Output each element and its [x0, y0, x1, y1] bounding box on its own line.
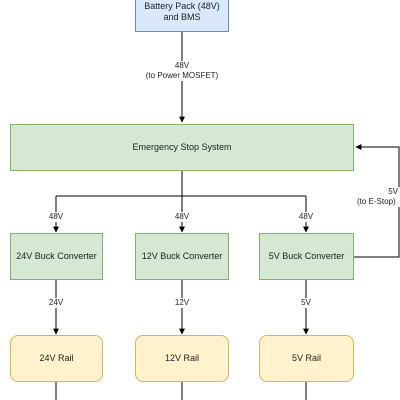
edge-label-estop-to-5v: 48V [296, 212, 316, 222]
edge-label-feedback-line2: (to E-Stop) [357, 197, 396, 206]
edge-label-buck5-text: 5V [301, 298, 311, 307]
edge-label-estop-to-12v: 48V [172, 212, 192, 222]
edge-label-buck24-text: 24V [48, 298, 64, 307]
buck-24v-label: 24V Buck Converter [16, 251, 97, 261]
edge-label-buck24-to-rail: 24V [46, 298, 66, 308]
rail-24v-label: 24V Rail [39, 353, 74, 363]
buck-24v-node: 24V Buck Converter [10, 233, 103, 280]
edge-label-battery-line1: 48V [174, 61, 190, 70]
emergency-stop-node: Emergency Stop System [10, 124, 354, 171]
battery-pack-node: Battery Pack (48V) and BMS [135, 0, 229, 32]
edge-label-battery-to-estop: 48V (to Power MOSFET) [132, 61, 232, 81]
rail-5v-node: 5V Rail [259, 335, 354, 382]
edge-label-battery-line2: (to Power MOSFET) [145, 71, 219, 80]
battery-pack-label-line2: and BMS [163, 12, 201, 22]
buck-12v-node: 12V Buck Converter [135, 233, 229, 280]
edge-label-estop-to-24v-text: 48V [48, 212, 64, 221]
edge-label-buck5-to-rail: 5V [298, 298, 314, 308]
edge-label-estop-to-24v: 48V [46, 212, 66, 222]
edge-label-buck12-to-rail: 12V [172, 298, 192, 308]
rail-12v-label: 12V Rail [164, 353, 200, 363]
rail-5v-label: 5V Rail [291, 353, 321, 363]
edge-label-buck5-feedback: 5V (to E-Stop) [357, 187, 400, 207]
battery-pack-label-line1: Battery Pack (48V) [144, 1, 220, 11]
edge-label-feedback-line1: 5V [388, 187, 398, 196]
buck-5v-node: 5V Buck Converter [259, 233, 354, 280]
rail-12v-node: 12V Rail [135, 335, 229, 382]
buck-5v-label: 5V Buck Converter [268, 251, 345, 261]
emergency-stop-label: Emergency Stop System [132, 142, 232, 152]
edge-label-estop-to-12v-text: 48V [174, 212, 190, 221]
edge-label-estop-to-5v-text: 48V [298, 212, 314, 221]
rail-24v-node: 24V Rail [10, 335, 103, 382]
edge-label-buck12-text: 12V [174, 298, 190, 307]
buck-12v-label: 12V Buck Converter [141, 251, 223, 261]
